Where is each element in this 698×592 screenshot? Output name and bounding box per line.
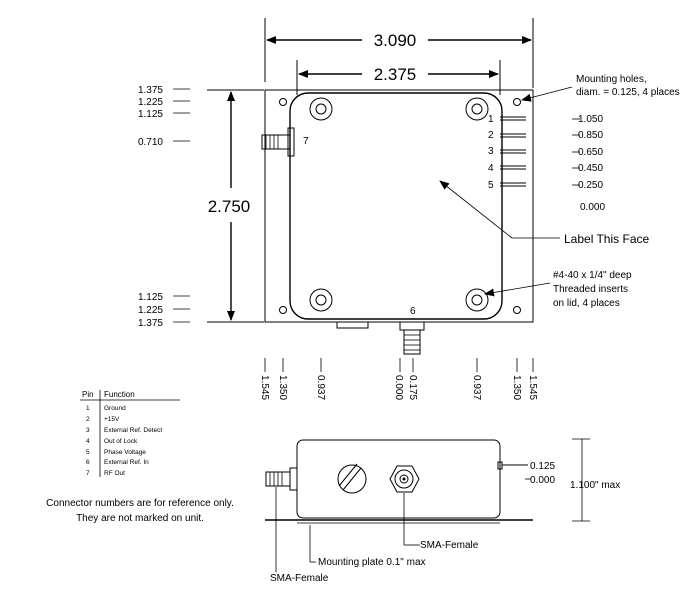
sma-left-label: SMA-Female <box>270 573 329 584</box>
pin-number: 1 <box>488 114 494 125</box>
bottom-scale-label: 1.350 <box>511 375 522 400</box>
bottom-scale: 1.545 1.350 0.937 0.000 0.175 0.937 1.35… <box>259 358 538 400</box>
table-pin: 3 <box>86 427 90 434</box>
sma-connector-side <box>265 467 298 491</box>
left-scale-label: 0.710 <box>138 137 163 148</box>
mounting-hole <box>513 98 521 106</box>
bottom-tab <box>336 322 369 329</box>
sma-female-left-callout: SMA-Female <box>270 487 329 584</box>
label-face-callout: Label This Face <box>439 180 649 246</box>
sma-connector-bottom <box>399 321 425 355</box>
dimension-outer-width: 3.090 <box>264 18 534 88</box>
mounting-hole <box>513 306 521 314</box>
bottom-pin-number: 6 <box>410 306 416 317</box>
mounting-hole <box>279 306 287 314</box>
dimension-lid-width: 2.375 <box>296 60 501 95</box>
left-scale-label: 1.225 <box>138 97 163 108</box>
pin-function-table: Pin Function 1 Ground 2 +15V 3 External … <box>80 390 180 477</box>
pin-offset-scale: 1.050 0.850 0.650 0.450 0.250 0.000 <box>572 114 605 213</box>
table-header-pin: Pin <box>82 390 94 399</box>
screw-head <box>337 464 367 494</box>
table-header-function: Function <box>104 390 135 399</box>
side-height-value: 1.100" max <box>570 480 620 491</box>
plate-label: Mounting plate 0.1" max <box>318 557 426 568</box>
table-function: RF Out <box>104 470 125 477</box>
table-function: External Ref. Detect <box>104 427 162 434</box>
height-value: 2.750 <box>208 197 251 216</box>
label-face-text: Label This Face <box>564 232 649 246</box>
table-function: +15V <box>104 416 120 423</box>
dimension-height: 2.750 <box>207 89 264 323</box>
inserts-note-line3: on lid, 4 places <box>553 298 620 309</box>
table-pin: 7 <box>86 470 90 477</box>
left-scale-label: 1.375 <box>138 85 163 96</box>
bottom-scale-label: 0.937 <box>471 375 482 400</box>
pin-number: 5 <box>488 180 494 191</box>
threaded-insert-callout: #4-40 x 1/4" deep Threaded inserts on li… <box>484 270 632 309</box>
sma-female-right-callout: SMA-Female <box>403 493 479 551</box>
mounting-hole-callout: Mounting holes, diam. = 0.125, 4 places <box>521 74 680 102</box>
top-view: 7 1 2 3 4 5 6 <box>261 89 534 355</box>
bottom-scale-label: 0.937 <box>315 375 326 400</box>
dimension-side-height: 1.100" max <box>570 438 620 522</box>
inserts-note-line1: #4-40 x 1/4" deep <box>553 270 632 281</box>
bottom-scale-label: 1.350 <box>277 375 288 400</box>
side-pin-offset-top: 0.125 <box>530 461 555 472</box>
side-body <box>296 439 501 519</box>
threaded-insert <box>309 288 333 312</box>
table-pin: 4 <box>86 438 90 445</box>
plate-callout: Mounting plate 0.1" max <box>309 525 426 568</box>
rf-pin-number: 7 <box>303 136 309 147</box>
left-scale: 1.375 1.225 1.125 0.710 1.125 1.225 1.37… <box>138 85 190 329</box>
table-pin: 2 <box>86 416 90 423</box>
bottom-scale-label: 1.545 <box>527 375 538 400</box>
reference-note-line1: Connector numbers are for reference only… <box>46 498 234 509</box>
table-function: External Ref. In <box>104 459 149 466</box>
side-view <box>265 439 533 524</box>
bottom-scale-label: 0.175 <box>407 375 418 400</box>
threaded-insert <box>465 97 489 121</box>
pin-number: 3 <box>488 146 494 157</box>
table-function: Ground <box>104 405 126 412</box>
inserts-note-line2: Threaded inserts <box>553 284 628 295</box>
table-pin: 1 <box>86 405 90 412</box>
pin-offset-label: 0.000 <box>580 202 605 213</box>
left-scale-label: 1.225 <box>138 305 163 316</box>
mounting-note-line2: diam. = 0.125, 4 places <box>576 87 680 98</box>
sma-hex-nut <box>389 465 420 493</box>
mounting-note-line1: Mounting holes, <box>576 74 647 85</box>
reference-note-line2: They are not marked on unit. <box>76 513 204 524</box>
table-function: Out of Lock <box>104 438 138 445</box>
lid-width-value: 2.375 <box>374 65 417 84</box>
left-scale-label: 1.125 <box>138 292 163 303</box>
table-pin: 6 <box>86 459 90 466</box>
pin-header-right <box>500 116 526 187</box>
base-plate <box>264 89 534 323</box>
pin-number: 4 <box>488 163 494 174</box>
pin-number: 2 <box>488 130 494 141</box>
bottom-scale-label: 0.000 <box>393 375 404 400</box>
sma-right-label: SMA-Female <box>420 540 479 551</box>
pin-offset-label: 1.050 <box>578 114 603 125</box>
sma-connector-left <box>261 127 295 157</box>
table-pin: 5 <box>86 449 90 456</box>
pin-offset-label: 0.650 <box>578 147 603 158</box>
outer-width-value: 3.090 <box>374 31 417 50</box>
pin-offset-label: 0.450 <box>578 163 603 174</box>
mounting-hole <box>279 98 287 106</box>
side-pin-offset-bottom: 0.000 <box>530 475 555 486</box>
lid <box>289 92 503 320</box>
threaded-insert <box>309 97 333 121</box>
bottom-scale-label: 1.545 <box>259 375 270 400</box>
left-scale-label: 1.125 <box>138 109 163 120</box>
table-function: Phase Voltage <box>104 449 146 456</box>
pin-offset-label: 0.850 <box>578 130 603 141</box>
threaded-insert <box>465 288 489 312</box>
pin-offset-label: 0.250 <box>578 180 603 191</box>
left-scale-label: 1.375 <box>138 318 163 329</box>
